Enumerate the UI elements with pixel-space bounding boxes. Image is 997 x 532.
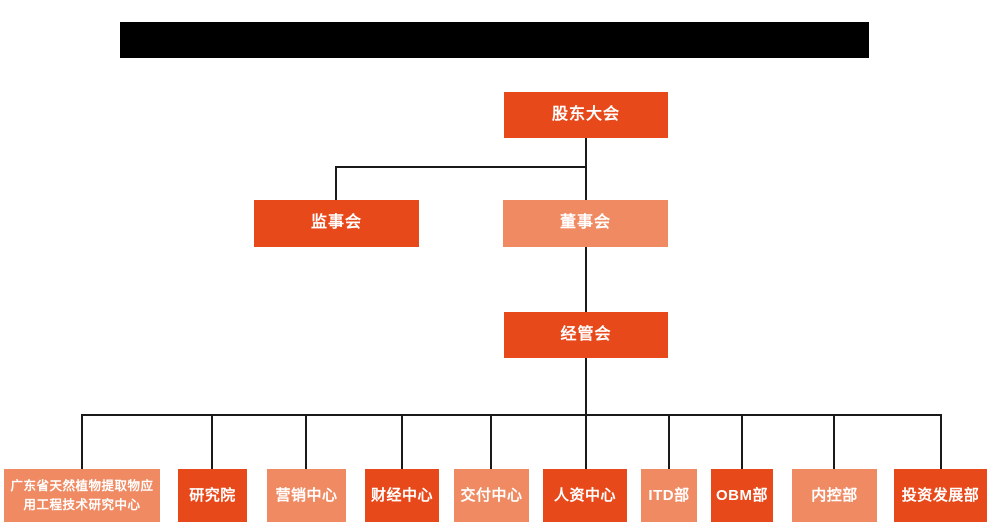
org-box-label: ITD部 bbox=[648, 486, 690, 504]
connector-branch-departments bbox=[81, 414, 942, 416]
org-box-label: 营销中心 bbox=[275, 486, 338, 504]
org-box-label: 广东省天然植物提取物应用工程技术研究中心 bbox=[10, 478, 154, 512]
connector-board-to-management bbox=[585, 247, 587, 312]
org-box-label: 内控部 bbox=[811, 486, 858, 504]
org-box-hr-center: 人资中心 bbox=[543, 469, 627, 522]
connector-dept-stub bbox=[668, 414, 670, 469]
org-box-label: 董事会 bbox=[559, 214, 611, 232]
org-box-finance-center: 财经中心 bbox=[365, 469, 439, 522]
org-box-itd-department: ITD部 bbox=[641, 469, 697, 522]
org-box-marketing-center: 营销中心 bbox=[267, 469, 346, 522]
org-box-label: 人资中心 bbox=[553, 486, 616, 504]
connector-dept-stub bbox=[940, 414, 942, 469]
org-box-label: 股东大会 bbox=[551, 105, 620, 123]
org-box-label: OBM部 bbox=[716, 486, 768, 504]
org-box-label: 经管会 bbox=[560, 325, 612, 343]
connector-dept-stub bbox=[833, 414, 835, 469]
org-box-research-institute: 研究院 bbox=[178, 469, 247, 522]
org-box-delivery-center: 交付中心 bbox=[454, 469, 529, 522]
connector-supervisory-stub bbox=[335, 166, 337, 200]
org-box-label: 财经中心 bbox=[370, 486, 433, 504]
connector-dept-stub bbox=[305, 414, 307, 469]
redacted-title-bar bbox=[120, 22, 869, 58]
connector-dept-stub bbox=[741, 414, 743, 469]
org-box-shareholders-meeting: 股东大会 bbox=[504, 92, 668, 138]
org-box-management-committee: 经管会 bbox=[504, 312, 668, 358]
connector-branch-level2 bbox=[335, 166, 587, 168]
org-box-board-of-directors: 董事会 bbox=[503, 200, 668, 247]
connector-dept-stub bbox=[211, 414, 213, 469]
connector-dept-stub bbox=[401, 414, 403, 469]
org-box-label: 研究院 bbox=[189, 486, 236, 504]
org-box-research-center: 广东省天然植物提取物应用工程技术研究中心 bbox=[4, 469, 160, 522]
connector-root-down bbox=[585, 138, 587, 200]
org-box-label: 交付中心 bbox=[460, 486, 523, 504]
org-box-label: 监事会 bbox=[310, 214, 362, 232]
org-box-internal-control-department: 内控部 bbox=[792, 469, 877, 522]
connector-management-down bbox=[585, 358, 587, 469]
org-box-investment-development-department: 投资发展部 bbox=[894, 469, 987, 522]
org-box-supervisory-board: 监事会 bbox=[254, 200, 419, 247]
org-box-label: 投资发展部 bbox=[901, 486, 980, 504]
org-box-obm-department: OBM部 bbox=[711, 469, 773, 522]
connector-dept-stub bbox=[81, 414, 83, 469]
connector-dept-stub bbox=[490, 414, 492, 469]
